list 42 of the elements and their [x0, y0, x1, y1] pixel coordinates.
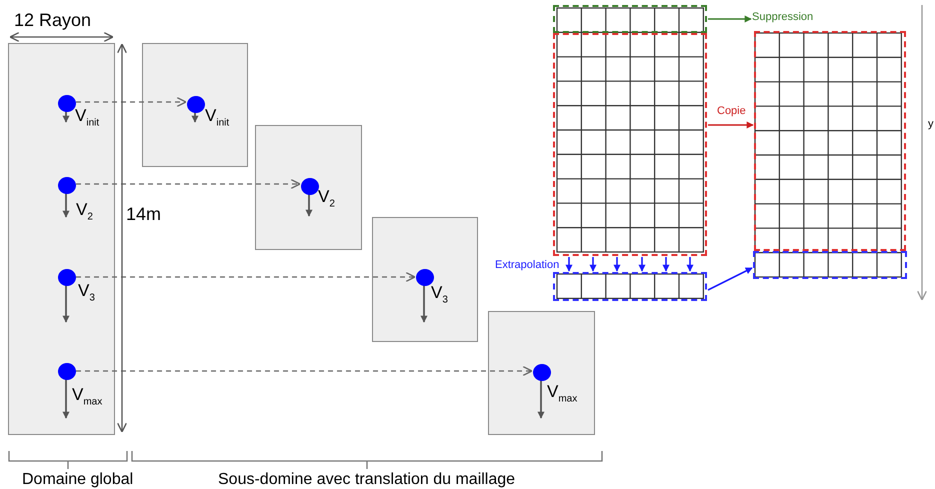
- arrow: [614, 257, 620, 272]
- domain-box: [372, 217, 478, 342]
- particle-dot: [58, 269, 76, 286]
- dimension-label: 14m: [126, 204, 162, 225]
- domain-box: [255, 125, 362, 250]
- arrow: [638, 257, 646, 272]
- edge-label: Copie: [717, 105, 746, 117]
- arrow: [662, 257, 670, 272]
- arrow: [686, 257, 694, 272]
- particle-dot: [416, 269, 434, 286]
- arrow: [566, 257, 572, 272]
- particle-dot: [301, 178, 319, 195]
- velocity-label: V$_{2}$: [318, 187, 335, 210]
- velocity-label: V$_{init}$: [75, 106, 100, 128]
- edge-label: Extrapolation: [495, 259, 560, 271]
- annotation-text: Suppression: [752, 11, 814, 23]
- velocity-label: V$_{max}$: [547, 382, 578, 404]
- arrow: [76, 96, 187, 108]
- velocity-label: V$_{2}$: [76, 200, 93, 222]
- arrow: [76, 366, 533, 376]
- arrow: [76, 178, 301, 190]
- axis-label: y: [928, 118, 934, 130]
- particle-dot: [58, 95, 76, 112]
- arrow: [708, 122, 754, 128]
- velocity-label: V$_{3}$: [78, 281, 95, 304]
- bracket-label: Sous-domine avec translation du maillage: [218, 471, 516, 489]
- domain-box: [488, 311, 595, 435]
- domain-box: [8, 43, 115, 435]
- arrow: [708, 267, 753, 291]
- particle-dot: [58, 363, 76, 380]
- velocity-label: V$_{max}$: [72, 385, 102, 408]
- particle-dot: [533, 364, 551, 381]
- velocity-label: V$_{3}$: [431, 283, 448, 306]
- velocity-label: V$_{init}$: [205, 106, 230, 128]
- arrow: [76, 272, 416, 282]
- particle-dot: [187, 96, 205, 113]
- particle-dot: [58, 177, 76, 194]
- domain-box: [142, 43, 248, 167]
- bracket-label: Domaine global: [22, 471, 134, 489]
- arrow: [590, 257, 596, 272]
- arrow: [708, 16, 752, 22]
- dimension-label: 12 Rayon: [14, 10, 92, 31]
